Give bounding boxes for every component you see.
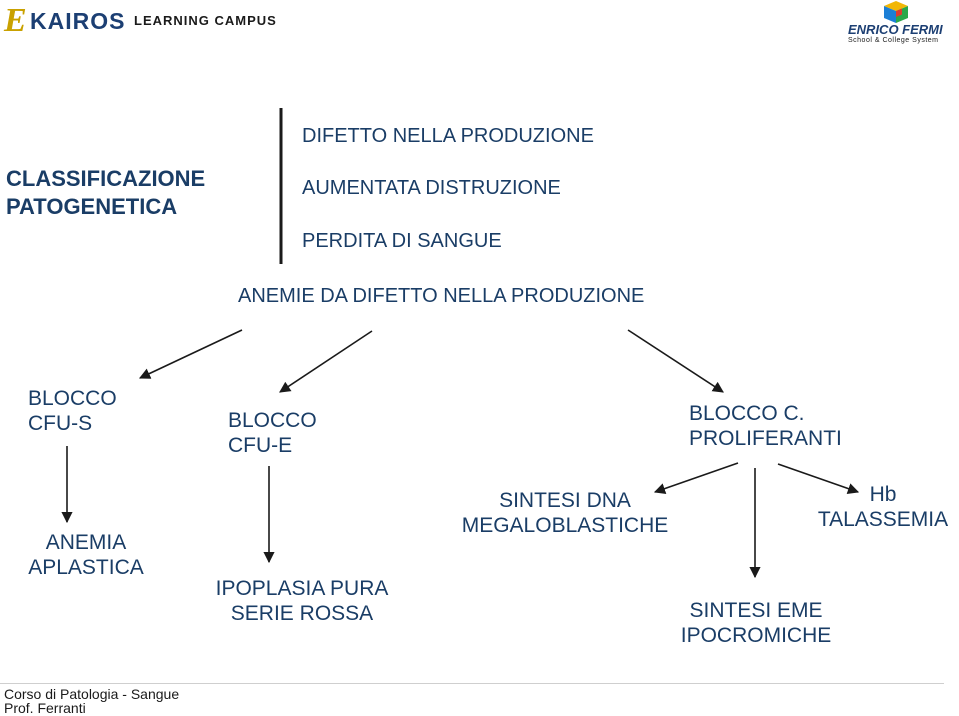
node-ipoplasia: IPOPLASIA PURA SERIE ROSSA (196, 576, 408, 626)
arrow-to-hb-talassemia (777, 463, 860, 494)
classification-item-production: DIFETTO NELLA PRODUZIONE (302, 125, 594, 147)
node-ipoplasia-line1: IPOPLASIA PURA (215, 577, 389, 600)
node-sintesi-eme-line1: SINTESI EME (689, 599, 823, 622)
arrow-to-blocco-cfus (138, 329, 243, 379)
node-sintesi-dna: SINTESI DNA MEGALOBLASTICHE (446, 488, 684, 538)
node-blocco-cfue-line1: BLOCCO (228, 409, 317, 432)
node-anemia-aplastica: ANEMIA APLASTICA (16, 530, 156, 580)
node-blocco-cfus: BLOCCO CFU-S (28, 386, 117, 436)
diagram-subtitle: ANEMIE DA DIFETTO NELLA PRODUZIONE (238, 285, 645, 307)
node-sintesi-eme: SINTESI EME IPOCROMICHE (664, 598, 848, 648)
node-anemia-aplastica-line2: APLASTICA (28, 556, 144, 579)
classification-title: CLASSIFICAZIONE PATOGENETICA (6, 165, 205, 221)
classification-item-destruction: AUMENTATA DISTRUZIONE (302, 177, 561, 199)
enrico-fermi-logo-tagline: School & College System (848, 37, 939, 44)
footer-course: Corso di Patologia - Sangue (4, 686, 180, 702)
node-sintesi-dna-line1: SINTESI DNA (499, 489, 631, 512)
arrow-to-blocco-cfue (279, 330, 373, 393)
node-blocco-proliferanti-line2: PROLIFERANTI (689, 427, 842, 450)
arrow-to-blocco-proliferanti (627, 329, 724, 393)
kairos-logo-name: KAIROS (30, 8, 126, 34)
node-sintesi-eme-line2: IPOCROMICHE (680, 624, 832, 647)
node-blocco-cfus-line1: BLOCCO (28, 387, 117, 410)
classification-item-blood-loss: PERDITA DI SANGUE (302, 230, 502, 252)
node-hb-talassemia: Hb TALASSEMIA (808, 482, 958, 532)
kairos-logo-tagline: LEARNING CAMPUS (134, 13, 277, 28)
footer-author: Prof. Ferranti (4, 700, 86, 716)
arrow-to-sintesi-dna (653, 462, 739, 494)
footer-divider (0, 683, 944, 684)
classification-title-line2: PATOGENETICA (6, 194, 178, 219)
kairos-logo-initial: E (4, 2, 27, 39)
enrico-fermi-logo-name: ENRICO FERMI (848, 22, 943, 37)
node-blocco-cfue: BLOCCO CFU-E (228, 408, 317, 458)
node-blocco-cfue-line2: CFU-E (228, 434, 293, 457)
node-ipoplasia-line2: SERIE ROSSA (230, 602, 374, 625)
node-hb-talassemia-line1: Hb (869, 483, 897, 506)
node-blocco-cfus-line2: CFU-S (28, 412, 93, 435)
node-sintesi-dna-line2: MEGALOBLASTICHE (461, 514, 669, 537)
node-blocco-proliferanti: BLOCCO C. PROLIFERANTI (689, 401, 842, 451)
classification-title-line1: CLASSIFICAZIONE (6, 166, 206, 191)
node-hb-talassemia-line2: TALASSEMIA (817, 508, 949, 531)
node-blocco-proliferanti-line1: BLOCCO C. (689, 402, 805, 425)
node-anemia-aplastica-line1: ANEMIA (45, 531, 127, 554)
cube-logo-icon (884, 1, 908, 23)
